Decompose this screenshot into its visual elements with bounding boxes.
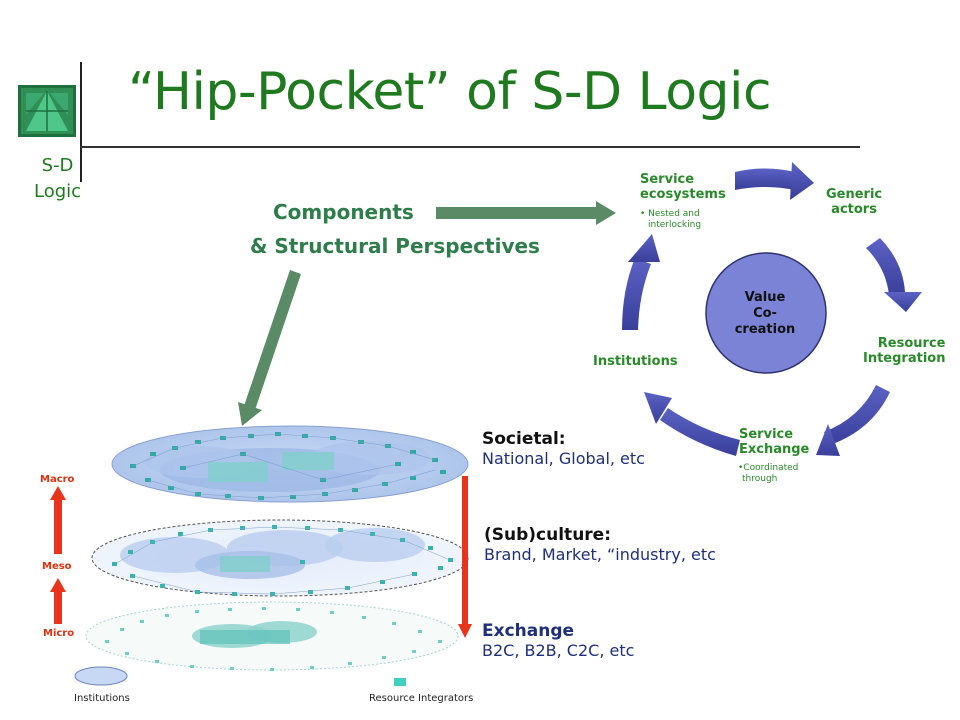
exchange-layer bbox=[85, 601, 459, 671]
subculture-level: (Sub)culture: Brand, Market, “industry, … bbox=[484, 525, 716, 564]
resource-integration-label: Resource Integration bbox=[863, 336, 945, 366]
cycle-arrow-right-lower bbox=[816, 385, 890, 456]
value-line3: creation bbox=[734, 322, 796, 337]
cycle-arrow-top bbox=[735, 162, 814, 200]
generic-actors-line1: Generic bbox=[826, 187, 883, 202]
title-horizontal-rule bbox=[80, 146, 860, 148]
service-exchange-line1: Service bbox=[739, 427, 794, 442]
exchange-note-line1: •Coordinated bbox=[738, 463, 799, 473]
subculture-heading: (Sub)culture: bbox=[484, 525, 612, 545]
resource-integration-line2: Integration bbox=[863, 351, 946, 366]
service-ecosystems-line2: ecosystems bbox=[640, 187, 726, 202]
institutions-legend-swatch bbox=[74, 666, 128, 686]
service-exchange-note: •Coordinated through bbox=[738, 463, 798, 485]
value-line1: Value bbox=[744, 290, 786, 305]
value-line2: Co- bbox=[753, 306, 777, 321]
service-ecosystems-line1: Service bbox=[640, 172, 695, 187]
slide-title: “Hip-Pocket” of S-D Logic bbox=[128, 62, 772, 122]
exchange-level: Exchange B2C, B2B, C2C, etc bbox=[482, 621, 634, 660]
down-green-arrow bbox=[238, 270, 301, 426]
resource-integration-line1: Resource bbox=[877, 336, 946, 351]
value-cocreation-cycle bbox=[622, 162, 922, 456]
sd-logic-logo bbox=[18, 85, 76, 137]
societal-heading: Societal: bbox=[482, 429, 566, 449]
right-green-arrow bbox=[436, 201, 616, 225]
service-exchange-label: Service Exchange bbox=[739, 427, 809, 457]
service-exchange-line2: Exchange bbox=[739, 442, 810, 457]
resource-integrators-legend-label: Resource Integrators bbox=[369, 693, 474, 704]
value-cocreation-circle bbox=[705, 252, 827, 374]
components-heading: Components bbox=[273, 200, 414, 224]
section-label-line2: Logic bbox=[34, 181, 82, 202]
section-label: S-D Logic bbox=[34, 153, 81, 205]
service-ecosystems-label: Service ecosystems bbox=[640, 172, 726, 202]
societal-layer bbox=[111, 425, 469, 503]
service-ecosystems-note: • Nested and interlocking bbox=[640, 209, 701, 231]
title-vertical-rule bbox=[80, 62, 82, 182]
structural-perspectives-heading: & Structural Perspectives bbox=[250, 234, 540, 258]
institutions-cycle-label: Institutions bbox=[593, 354, 678, 369]
subculture-layer bbox=[91, 519, 469, 597]
generic-actors-label: Generic actors bbox=[826, 187, 882, 217]
societal-description: National, Global, etc bbox=[482, 449, 645, 468]
section-label-line1: S-D bbox=[41, 155, 74, 176]
cycle-arrow-left bbox=[622, 234, 660, 330]
cycle-arrow-bottom bbox=[644, 392, 740, 456]
subculture-description: Brand, Market, “industry, etc bbox=[484, 545, 716, 564]
exchange-description: B2C, B2B, C2C, etc bbox=[482, 641, 635, 660]
societal-level: Societal: National, Global, etc bbox=[482, 429, 645, 468]
scale-arrows bbox=[50, 486, 66, 624]
value-cocreation-label: Value Co- creation bbox=[715, 290, 815, 338]
macro-label: Macro bbox=[40, 474, 75, 485]
micro-label: Micro bbox=[43, 628, 75, 639]
ecosystems-note-line2: interlocking bbox=[648, 220, 702, 230]
institutions-legend-label: Institutions bbox=[74, 693, 130, 704]
ecosystems-note-line1: • Nested and bbox=[640, 209, 700, 219]
exchange-note-line2: through bbox=[742, 474, 778, 484]
level-red-arrow bbox=[458, 476, 472, 638]
exchange-heading: Exchange bbox=[482, 621, 575, 641]
meso-label: Meso bbox=[42, 561, 72, 572]
resource-integrators-legend-swatch bbox=[394, 678, 406, 686]
generic-actors-line2: actors bbox=[831, 202, 877, 217]
cycle-arrow-right-upper bbox=[866, 238, 922, 312]
